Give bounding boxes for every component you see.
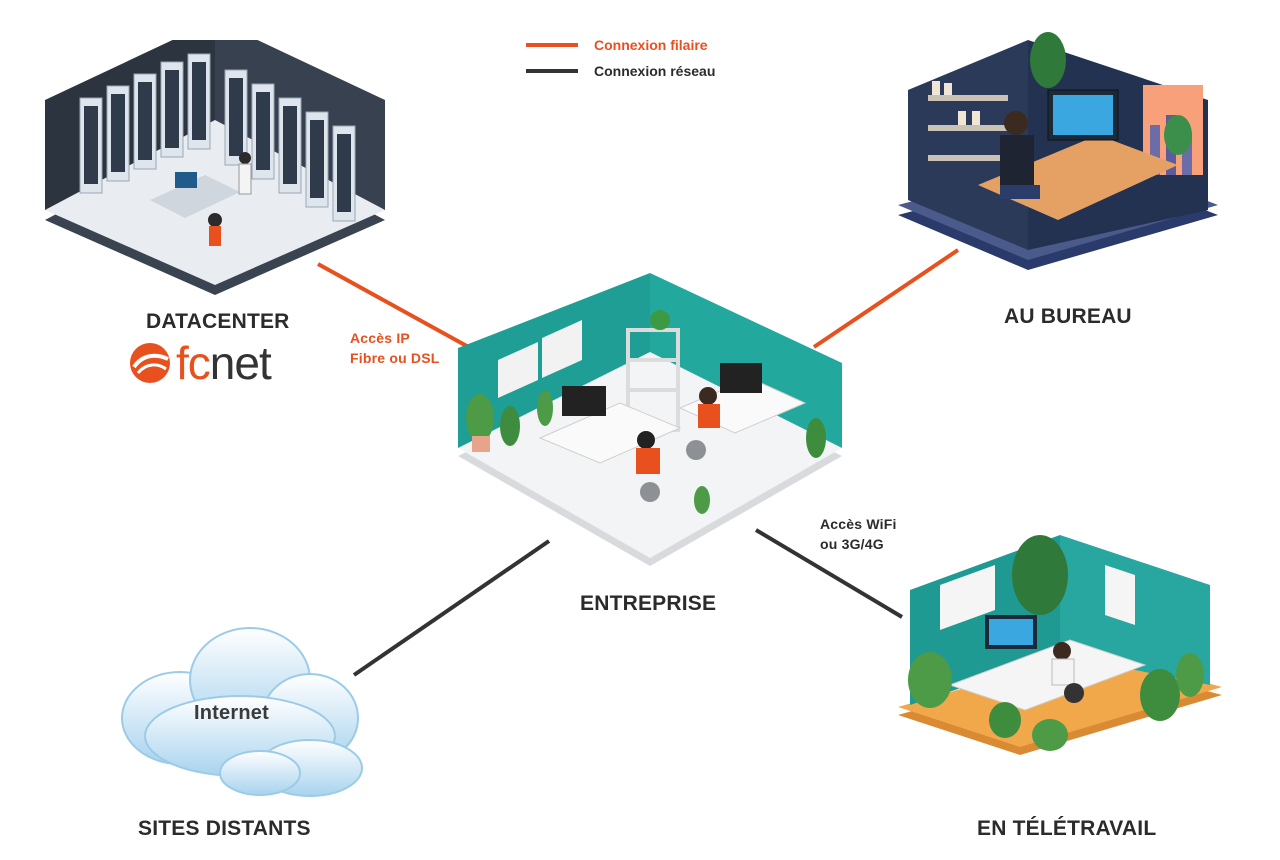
fcnet-logo: fc net bbox=[128, 337, 272, 389]
fcnet-logo-suffix: net bbox=[209, 337, 272, 389]
legend: Connexion filaire Connexion réseau bbox=[526, 32, 715, 84]
line-entreprise-bureau bbox=[812, 248, 960, 349]
legend-label-network: Connexion réseau bbox=[594, 63, 716, 79]
wifi-access-note: Accès WiFi ou 3G/4G bbox=[820, 514, 897, 554]
bureau-label: AU BUREAU bbox=[1004, 305, 1132, 328]
wired-access-note: Accès IP Fibre ou DSL bbox=[350, 328, 440, 368]
legend-item-network: Connexion réseau bbox=[526, 58, 715, 84]
open-office-icon bbox=[458, 273, 842, 566]
wired-access-note-line1: Accès IP bbox=[350, 330, 410, 346]
legend-swatch-network bbox=[526, 69, 578, 73]
datacenter-label: DATACENTER bbox=[146, 310, 290, 333]
home-office-icon bbox=[898, 535, 1222, 755]
teletravail-label: EN TÉLÉTRAVAIL bbox=[977, 817, 1157, 840]
fcnet-logo-prefix: fc bbox=[176, 337, 211, 389]
cloud-icon bbox=[121, 627, 363, 797]
legend-label-wired: Connexion filaire bbox=[594, 37, 708, 53]
legend-item-wired: Connexion filaire bbox=[526, 32, 715, 58]
wifi-access-note-line2: ou 3G/4G bbox=[820, 536, 884, 552]
legend-swatch-wired bbox=[526, 43, 578, 47]
office-desk-icon bbox=[898, 32, 1218, 270]
internet-label: Internet bbox=[194, 702, 269, 724]
wifi-access-note-line1: Accès WiFi bbox=[820, 516, 897, 532]
entreprise-label: ENTREPRISE bbox=[580, 592, 717, 615]
sites-distants-label: SITES DISTANTS bbox=[138, 817, 311, 840]
line-datacenter-entreprise bbox=[317, 262, 475, 352]
server-room-icon bbox=[45, 40, 385, 295]
wired-access-note-line2: Fibre ou DSL bbox=[350, 350, 440, 366]
fcnet-logo-mark-icon bbox=[130, 343, 170, 383]
line-entreprise-teletravail bbox=[754, 528, 904, 619]
line-entreprise-internet bbox=[352, 539, 551, 677]
